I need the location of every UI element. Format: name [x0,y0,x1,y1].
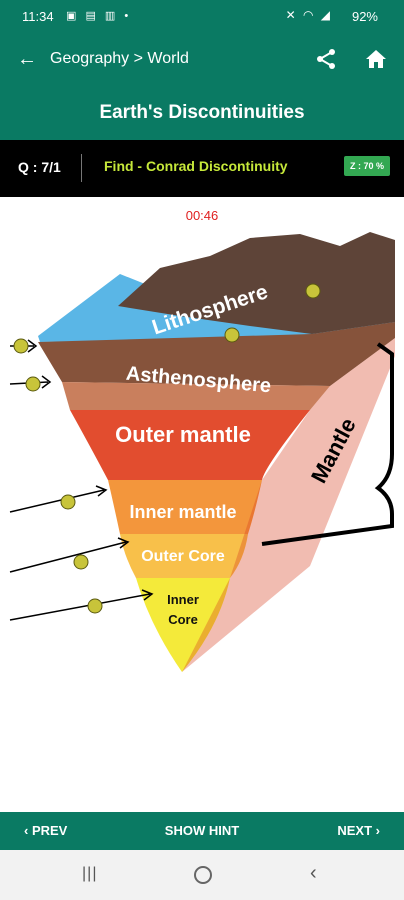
label-inner-core-line1: Inner [167,592,199,607]
question-prompt: Find - Conrad Discontinuity [104,158,288,174]
layer-inner-core [136,578,230,672]
system-back-icon[interactable]: ‹ [310,862,317,884]
signal-icons: ✕ ◠ ◢ [285,8,332,22]
system-nav-bar: ||| ‹ [0,850,404,900]
timer: 00:46 [185,208,219,223]
app-bar: ← Geography > World [0,34,404,86]
battery-level: 92% [351,9,378,24]
rocky-crust [118,232,395,334]
next-label: NEXT [337,823,373,838]
bottom-nav: SHOW HINT ‹ PREV NEXT › [0,812,404,850]
earth-layers-diagram: Lithosphere Asthenosphere Outer mantle I… [9,232,395,672]
title-bar: Earth's Discontinuities [0,86,404,140]
arrow-5 [9,589,154,621]
prev-label: PREV [31,823,68,838]
question-number: Q : 7/1 [18,159,61,175]
layer-lithosphere [38,322,395,386]
next-button[interactable]: NEXT › [337,823,380,838]
answer-dot-2[interactable] [25,376,41,392]
layer-outer-core [120,534,248,578]
show-hint-button[interactable]: SHOW HINT [164,823,240,838]
recent-apps-icon[interactable]: ||| [82,865,98,882]
arrow-3 [9,485,108,513]
page-title: Earth's Discontinuities [99,102,305,123]
divider [81,154,82,182]
question-bar: Q : 7/1 Find - Conrad Discontinuity Z : … [0,140,404,197]
prev-button[interactable]: ‹ PREV [24,823,67,838]
notification-icons: ▣ ▤ ▥ • [66,10,132,22]
answer-dot-6[interactable] [73,554,89,570]
home-icon[interactable] [364,47,388,71]
layer-outer-mantle [70,410,310,480]
back-arrow-icon[interactable]: ← [17,48,37,70]
status-time: 11:34 [22,9,54,24]
status-bar: 11:34 ▣ ▤ ▥ • ✕ ◠ ◢ 92% [0,0,404,34]
answer-dot-3[interactable] [305,283,321,299]
layer-asthenosphere [62,382,330,410]
mantle-bracket [261,342,394,546]
label-inner-mantle: Inner mantle [129,502,236,522]
arrow-4 [9,537,130,573]
answer-dot-7[interactable] [87,598,103,614]
breadcrumb: Geography > World [50,50,189,67]
label-outer-mantle: Outer mantle [115,422,251,447]
label-outer-core: Outer Core [141,548,225,565]
system-home-icon[interactable] [194,866,212,884]
zoom-badge[interactable]: Z : 70 % [343,156,390,176]
answer-dot-5[interactable] [60,494,76,510]
chevron-left-icon: ‹ [24,823,32,838]
answer-dot-4[interactable] [224,327,240,343]
answer-dot-1[interactable] [13,338,29,354]
label-inner-core-line2: Core [168,612,198,627]
layer-inner-mantle [108,480,262,534]
chevron-right-icon: › [372,823,380,838]
share-icon[interactable] [314,47,338,71]
wedge-side-face [182,338,395,672]
